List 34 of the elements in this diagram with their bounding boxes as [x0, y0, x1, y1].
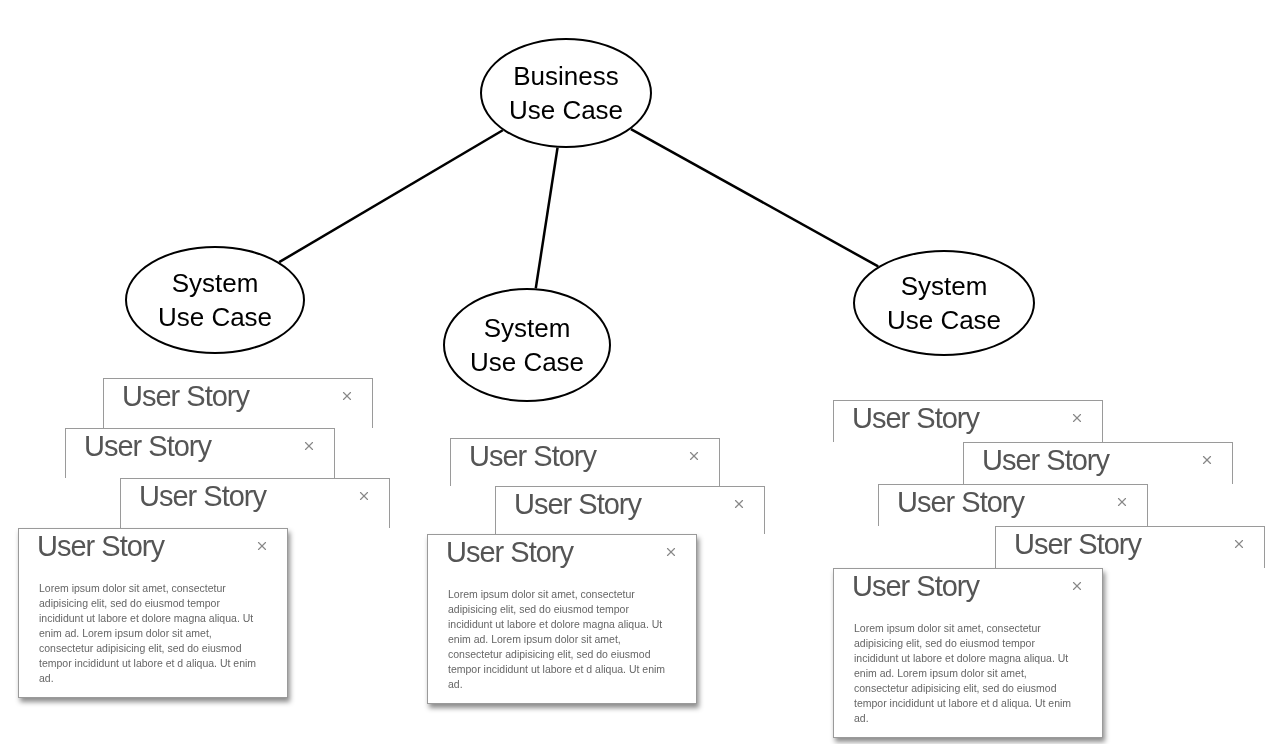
card-title: User Story — [446, 535, 573, 569]
card-title: User Story — [122, 379, 249, 413]
user-story-card — [65, 428, 335, 478]
use-case-label: System Use Case — [885, 270, 1003, 337]
use-case-label: System Use Case — [468, 312, 586, 379]
user-story-card — [495, 486, 765, 534]
card-title: User Story — [139, 479, 266, 513]
card-body-text: Lorem ipsum dolor sit amet, consectetur adipisicing elit, sed do eiusmod tempor incididunt ut labore et dolore magna aliqua. Ut enim ad. Lorem ipsum dolor sit amet, consectetur adipisicing elit, sed do eiusmod tempor incididunt ut labore et d aliqua. Ut enim ad. — [853, 621, 1073, 726]
user-story-card — [103, 378, 373, 428]
card-title: User Story — [982, 443, 1109, 477]
user-story-card — [833, 400, 1103, 442]
card-title: User Story — [1014, 527, 1141, 561]
use-case-label: System Use Case — [156, 267, 274, 334]
card-body-text: Lorem ipsum dolor sit amet, consectetur adipisicing elit, sed do eiusmod tempor incididunt ut labore et dolore magna aliqua. Ut enim ad. Lorem ipsum dolor sit amet, consectetur adipisicing elit, sed do eiusmod tempor incididunt ut labore et d aliqua. Ut enim ad. — [38, 581, 258, 686]
card-title: User Story — [897, 485, 1024, 519]
user-story-card — [427, 534, 697, 704]
card-title: User Story — [852, 569, 979, 603]
card-title: User Story — [37, 529, 164, 563]
connector-line — [630, 127, 879, 268]
card-title: User Story — [514, 487, 641, 521]
user-story-card — [120, 478, 390, 528]
card-title: User Story — [852, 401, 979, 435]
card-title: User Story — [469, 439, 596, 473]
user-story-card — [450, 438, 720, 486]
card-title: User Story — [84, 429, 211, 463]
connector-line — [278, 129, 504, 264]
user-story-card — [995, 526, 1265, 568]
user-story-card — [878, 484, 1148, 526]
connector-line — [534, 147, 559, 289]
card-body-text: Lorem ipsum dolor sit amet, consectetur adipisicing elit, sed do eiusmod tempor incididunt ut labore et dolore magna aliqua. Ut enim ad. Lorem ipsum dolor sit amet, consectetur adipisicing elit, sed do eiusmod tempor incididunt ut labore et d aliqua. Ut enim ad. — [447, 587, 667, 692]
use-case-label: Business Use Case — [507, 60, 625, 127]
user-story-card — [18, 528, 288, 698]
user-story-card — [963, 442, 1233, 484]
user-story-card — [833, 568, 1103, 738]
